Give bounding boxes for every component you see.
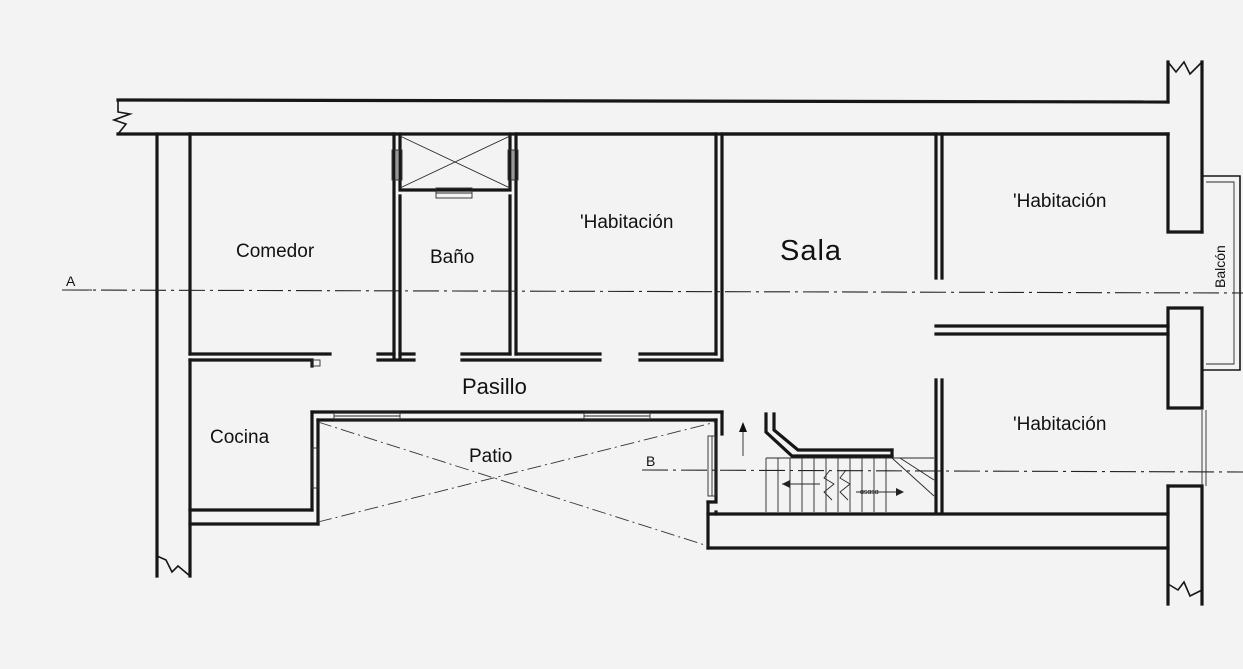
balcony: [1201, 175, 1241, 486]
section-line-a: [61, 289, 1243, 294]
room-label-sala: Sala: [780, 235, 842, 267]
room-label-bano: Baño: [430, 247, 474, 268]
room-label-pasillo: Pasillo: [462, 374, 527, 399]
patio-void: [317, 421, 717, 547]
stair-arrow-icon: [782, 480, 790, 488]
room-label-comedor: Comedor: [236, 241, 315, 262]
up-arrow-icon: [739, 422, 747, 432]
interior-walls: [188, 132, 1170, 550]
section-label-a: A: [66, 273, 76, 289]
section-label-b: B: [646, 453, 655, 469]
section-lines: [61, 289, 1243, 473]
room-labels: Comedor Baño 'Habitación Sala 'Habitació…: [66, 191, 1228, 469]
room-label-balcon: Balcón: [1212, 245, 1228, 288]
room-label-habitacion-3: 'Habitación: [1013, 414, 1106, 435]
room-label-patio: Patio: [469, 446, 512, 467]
stair-note: ɑsɑsɑ: [860, 489, 879, 496]
room-label-cocina: Cocina: [210, 427, 270, 448]
room-label-habitacion-2: 'Habitación: [1013, 191, 1106, 212]
windows: [311, 149, 717, 497]
stair-treads: [777, 457, 935, 512]
room-label-habitacion-1: 'Habitación: [580, 212, 673, 233]
staircase: ɑsɑsɑ: [739, 422, 935, 512]
section-line-b: [641, 469, 1243, 473]
